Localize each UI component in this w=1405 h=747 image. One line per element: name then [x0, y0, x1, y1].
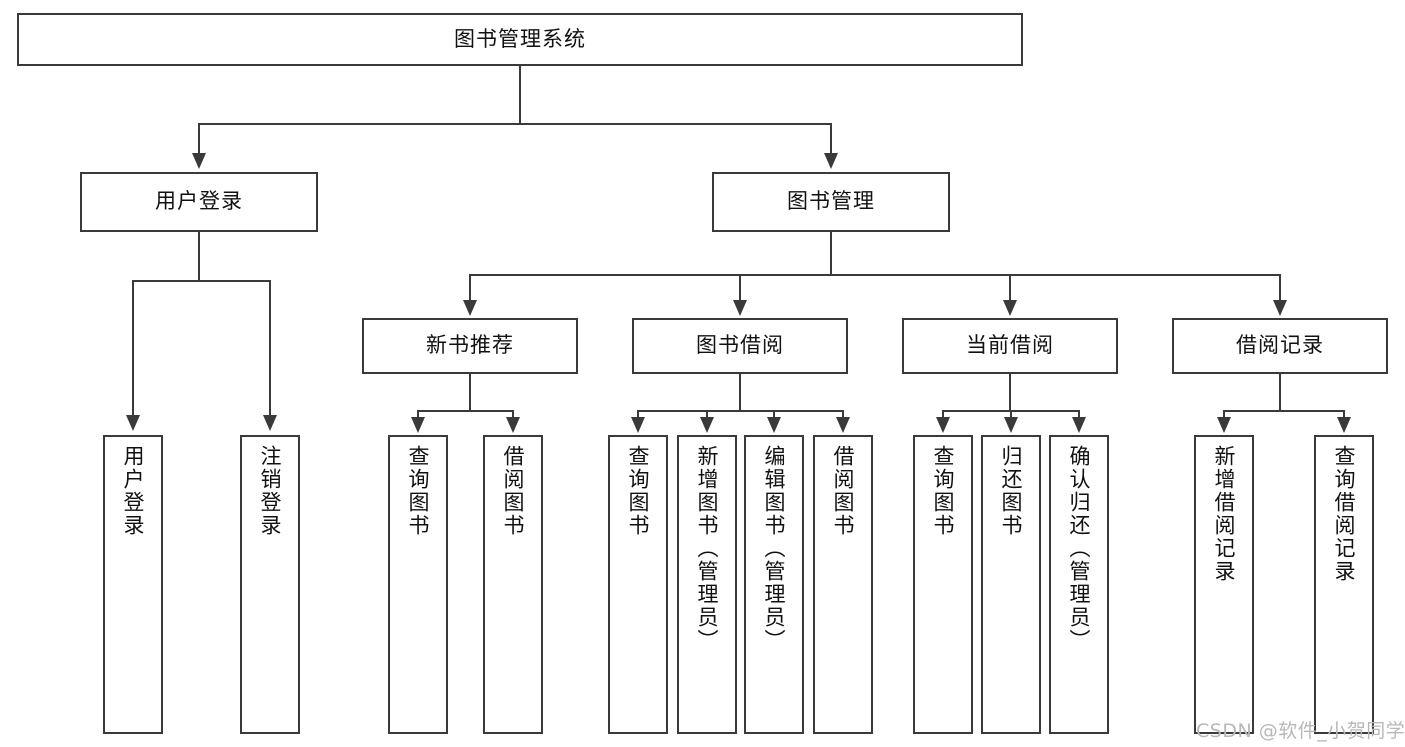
- arrowhead-user-logout-leaf: [263, 415, 277, 431]
- edge-to-query-book-3: [942, 410, 944, 419]
- edge-to-user-login-leaf: [132, 280, 134, 417]
- edge-to-user-logout-leaf: [269, 280, 271, 417]
- node-label: 注销登录: [258, 445, 283, 537]
- node-label: 新增图书（管理员）: [695, 445, 720, 652]
- leaf-user-login[interactable]: 用户登录: [103, 435, 163, 734]
- edge-to-new-book-recommend: [469, 274, 471, 302]
- edge-root-trunk: [519, 66, 521, 123]
- node-label: 借阅图书: [501, 445, 526, 537]
- arrowhead-borrow-book-2: [836, 417, 850, 433]
- edge-to-confirm-return-admin: [1078, 410, 1080, 419]
- arrowhead-query-book-2: [631, 417, 645, 433]
- node-root-system[interactable]: 图书管理系统: [17, 13, 1023, 66]
- arrowhead-borrow-record: [1273, 300, 1287, 316]
- arrowhead-return-book: [1004, 417, 1018, 433]
- node-new-book-recommend[interactable]: 新书推荐: [362, 318, 578, 374]
- leaf-query-borrow-record[interactable]: 查询借阅记录: [1314, 435, 1374, 734]
- leaf-borrow-book-recommend[interactable]: 借阅图书: [483, 435, 543, 734]
- arrowhead-new-book-recommend: [463, 300, 477, 316]
- arrowhead-to-book-manage: [824, 153, 838, 169]
- node-label: 图书管理系统: [454, 26, 586, 51]
- edge-to-book-borrow: [739, 274, 741, 302]
- edge-to-add-borrow-record: [1223, 410, 1225, 419]
- edge-to-borrow-book-1: [512, 410, 514, 419]
- node-label: 新增借阅记录: [1212, 445, 1237, 583]
- edge-new-book-recommend-trunk: [469, 374, 471, 410]
- arrowhead-user-login-leaf: [126, 415, 140, 431]
- node-label: 当前借阅: [966, 333, 1054, 358]
- leaf-query-book-current[interactable]: 查询图书: [913, 435, 973, 734]
- edge-borrow-record-trunk: [1279, 374, 1281, 410]
- leaf-borrow-book-borrow[interactable]: 借阅图书: [813, 435, 873, 734]
- arrowhead-query-borrow-record: [1337, 417, 1351, 433]
- edge-user-login-bus: [132, 280, 270, 282]
- arrowhead-query-book-3: [936, 417, 950, 433]
- arrowhead-add-book-admin: [700, 417, 714, 433]
- edge-book-borrow-bus: [637, 410, 843, 412]
- arrowhead-to-user-login: [192, 153, 206, 169]
- leaf-confirm-return-admin[interactable]: 确认归还（管理员）: [1049, 435, 1109, 734]
- edge-to-edit-book-admin: [773, 410, 775, 419]
- node-label: 确认归还（管理员）: [1067, 445, 1092, 652]
- edge-to-return-book: [1010, 410, 1012, 419]
- node-label: 查询图书: [626, 445, 651, 537]
- edge-to-query-book-2: [637, 410, 639, 419]
- leaf-user-logout[interactable]: 注销登录: [240, 435, 300, 734]
- node-label: 借阅图书: [831, 445, 856, 537]
- edge-book-manage-trunk: [830, 232, 832, 274]
- leaf-edit-book-admin[interactable]: 编辑图书（管理员）: [744, 435, 804, 734]
- edge-to-borrow-record: [1279, 274, 1281, 302]
- edge-root-to-user-login: [198, 123, 200, 155]
- edge-borrow-record-bus: [1223, 410, 1344, 412]
- node-current-borrow[interactable]: 当前借阅: [902, 318, 1118, 374]
- arrowhead-add-borrow-record: [1217, 417, 1231, 433]
- node-label: 图书管理: [787, 189, 875, 214]
- node-label: 用户登录: [155, 189, 243, 214]
- node-label: 查询图书: [931, 445, 956, 537]
- edge-to-query-book-1: [417, 410, 419, 419]
- edge-book-manage-bus: [469, 274, 1281, 276]
- edge-root-bus: [198, 123, 830, 125]
- arrowhead-current-borrow: [1003, 300, 1017, 316]
- node-book-borrow[interactable]: 图书借阅: [632, 318, 848, 374]
- node-book-manage[interactable]: 图书管理: [712, 172, 950, 232]
- edge-current-borrow-trunk: [1009, 374, 1011, 410]
- arrowhead-edit-book-admin: [767, 417, 781, 433]
- edge-root-to-book-manage: [830, 123, 832, 155]
- node-label: 新书推荐: [426, 333, 514, 358]
- arrowhead-book-borrow: [733, 300, 747, 316]
- edge-to-query-borrow-record: [1343, 410, 1345, 419]
- arrowhead-query-book-1: [411, 417, 425, 433]
- node-label: 编辑图书（管理员）: [762, 445, 787, 652]
- arrowhead-confirm-return-admin: [1072, 417, 1086, 433]
- node-label: 归还图书: [999, 445, 1024, 537]
- leaf-query-book-recommend[interactable]: 查询图书: [388, 435, 448, 734]
- arrowhead-borrow-book-1: [506, 417, 520, 433]
- edge-to-add-book-admin: [706, 410, 708, 419]
- edge-to-current-borrow: [1009, 274, 1011, 302]
- edge-user-login-trunk: [198, 232, 200, 280]
- leaf-add-book-admin[interactable]: 新增图书（管理员）: [677, 435, 737, 734]
- node-label: 查询借阅记录: [1332, 445, 1357, 583]
- leaf-return-book[interactable]: 归还图书: [981, 435, 1041, 734]
- edge-to-borrow-book-2: [842, 410, 844, 419]
- leaf-query-book-borrow[interactable]: 查询图书: [608, 435, 668, 734]
- edge-book-borrow-trunk: [739, 374, 741, 410]
- edge-new-book-recommend-bus: [417, 410, 513, 412]
- node-label: 图书借阅: [696, 333, 784, 358]
- leaf-add-borrow-record[interactable]: 新增借阅记录: [1194, 435, 1254, 734]
- node-label: 用户登录: [121, 445, 146, 537]
- node-label: 借阅记录: [1236, 333, 1324, 358]
- node-label: 查询图书: [406, 445, 431, 537]
- node-user-login[interactable]: 用户登录: [80, 172, 318, 232]
- node-borrow-record[interactable]: 借阅记录: [1172, 318, 1388, 374]
- csdn-watermark: CSDN @软件_小贺同学: [1196, 720, 1405, 742]
